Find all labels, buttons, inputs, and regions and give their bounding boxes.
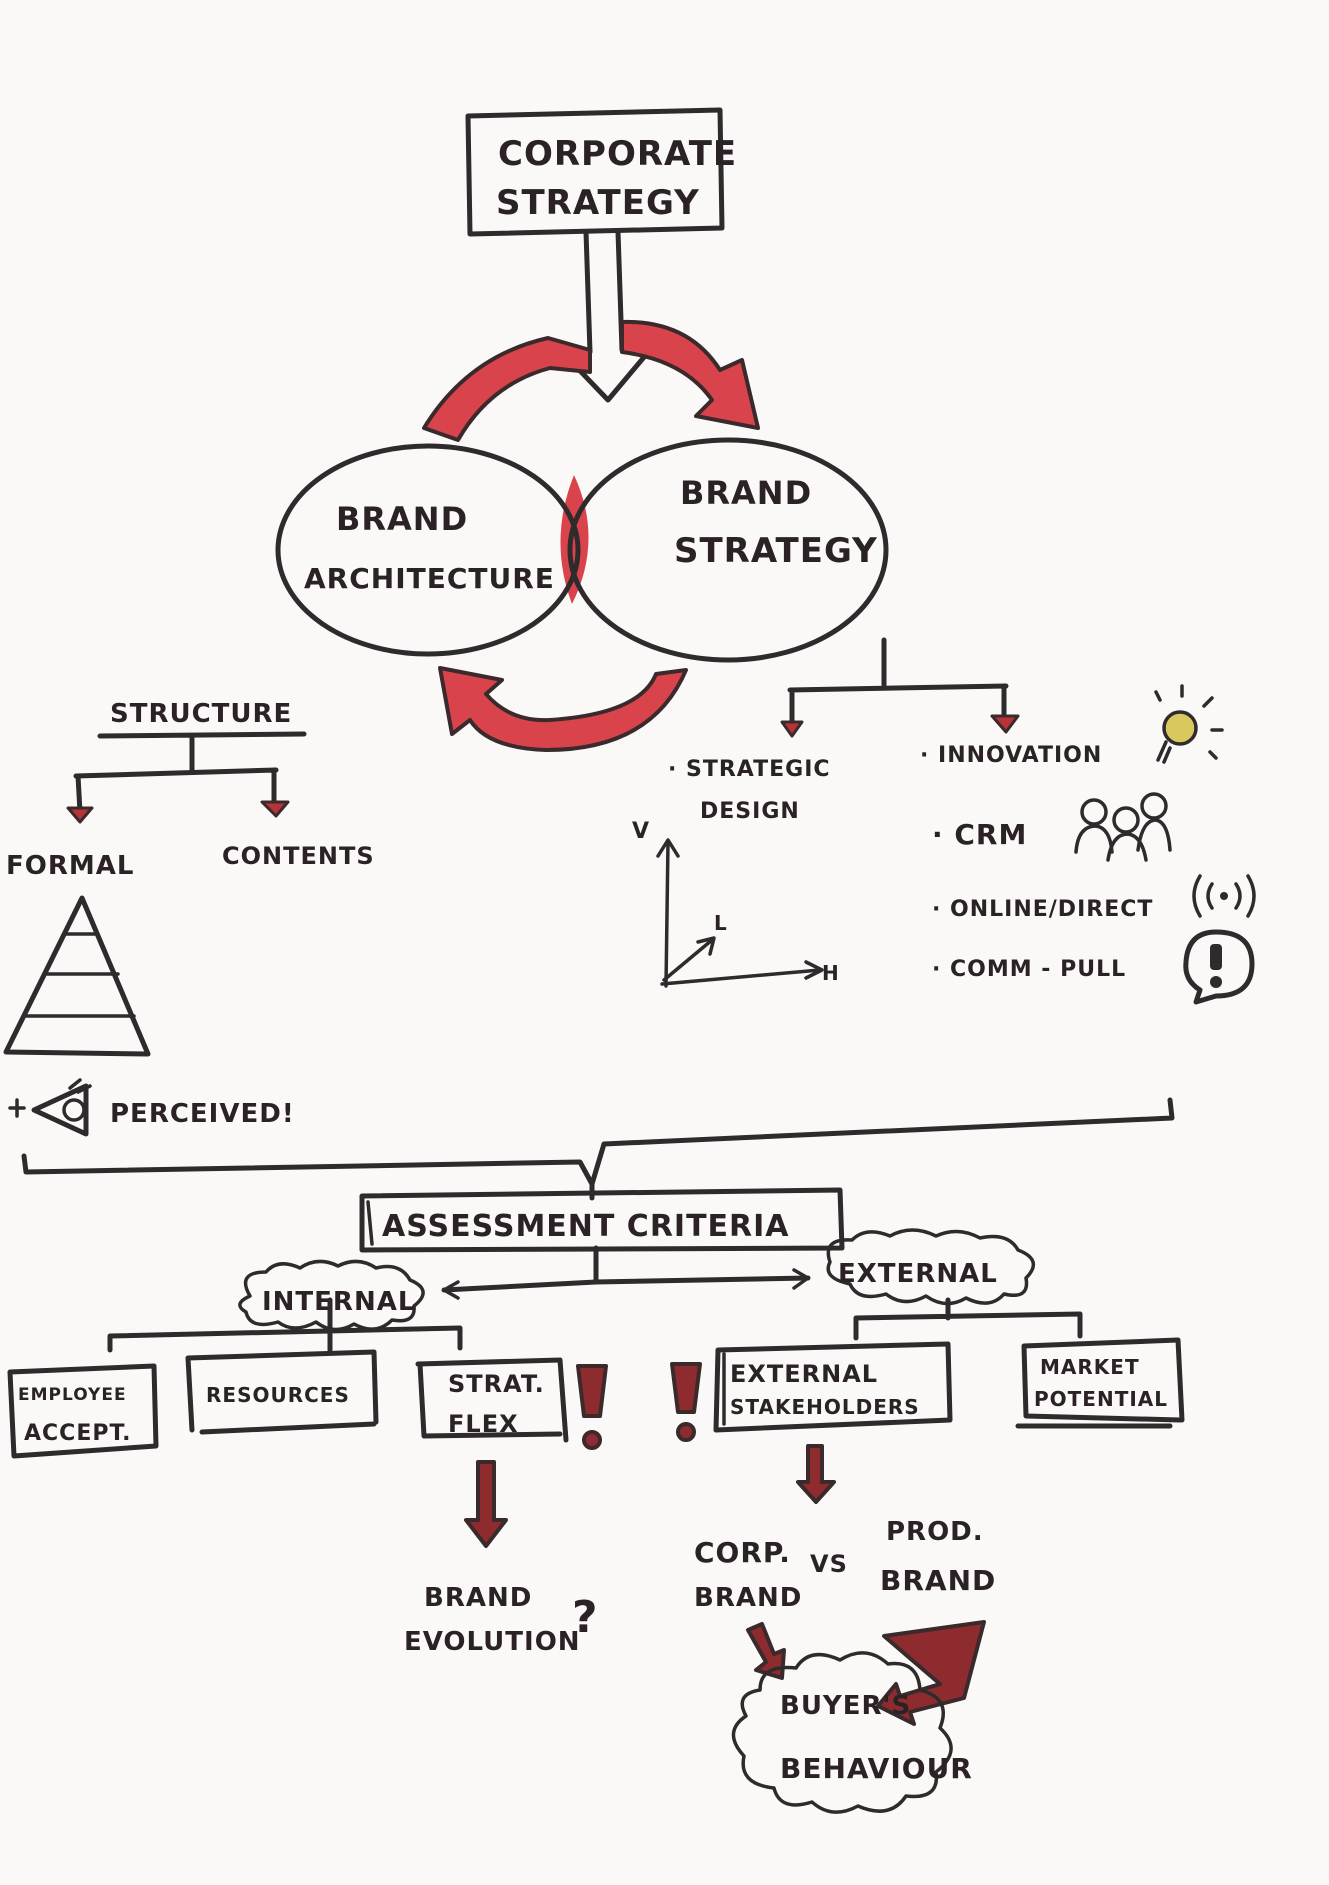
venn-intersection <box>560 475 589 604</box>
prod-brand-line2: BRAND <box>880 1564 996 1597</box>
axis-l-label: L <box>714 911 728 935</box>
market-potential-node: MARKET POTENTIAL <box>1015 1337 1185 1429</box>
lightbulb-icon <box>1154 684 1224 764</box>
buyers-behaviour-line2: BEHAVIOUR <box>780 1752 973 1785</box>
corp-brand-arrow <box>746 1622 786 1680</box>
external-stakeholders-line1: EXTERNAL <box>730 1360 878 1388</box>
external-subbranch <box>853 1297 1083 1341</box>
strategic-design-line1: · STRATEGIC <box>668 757 831 782</box>
prod-brand-line1: PROD. <box>886 1517 984 1547</box>
employee-accept-node: EMPLOYEE ACCEPT. <box>7 1363 159 1459</box>
brand-architecture-line2: ARCHITECTURE <box>304 562 555 595</box>
online-direct-label: · ONLINE/DIRECT <box>932 897 1153 922</box>
strat-flex-line2: FLEX <box>448 1410 519 1438</box>
axis-h-label: H <box>822 961 840 985</box>
vlh-axes: V L H <box>632 819 840 988</box>
corp-brand-line1: CORP. <box>694 1536 791 1569</box>
market-potential-line1: MARKET <box>1040 1355 1140 1379</box>
internal-label: INTERNAL <box>262 1287 415 1317</box>
buyers-behaviour-cloud: BUYER'S BEHAVIOUR <box>731 1651 973 1814</box>
external-stakeholders-node: EXTERNAL STAKEHOLDERS <box>713 1341 953 1433</box>
structure-label: STRUCTURE <box>110 699 292 729</box>
internal-subbranch <box>107 1297 463 1353</box>
brand-strategy-line1: BRAND <box>680 474 812 512</box>
pyramid-icon <box>3 895 151 1057</box>
resources-node: RESOURCES <box>185 1349 379 1435</box>
perceived-label: PERCEIVED! <box>110 1099 295 1129</box>
brand-architecture-ellipse <box>275 443 581 657</box>
axis-v-label: V <box>632 819 650 844</box>
question-mark: ? <box>572 1592 599 1643</box>
resources-label: RESOURCES <box>206 1383 350 1407</box>
exclamation-icon <box>576 1364 608 1450</box>
assessment-criteria-label: ASSESSMENT CRITERIA <box>382 1209 790 1244</box>
brand-strategy-branch <box>780 637 1020 738</box>
brand-evolution-line2: EVOLUTION <box>404 1627 581 1657</box>
corporate-strategy-line1: CORPORATE <box>498 134 737 174</box>
brand-strategy-ellipse <box>567 437 889 663</box>
external-arrowhead <box>792 1268 810 1290</box>
innovation-label: · INNOVATION <box>920 743 1102 768</box>
assessment-branch <box>441 1245 811 1293</box>
internal-arrowhead <box>442 1280 460 1300</box>
people-icon <box>1074 792 1172 862</box>
strat-flex-down-arrow <box>464 1460 508 1548</box>
eye-icon <box>8 1078 92 1137</box>
corporate-strategy-node: CORPORATE STRATEGY <box>465 107 737 237</box>
red-arrow-left <box>422 336 592 442</box>
assessment-criteria-node: ASSESSMENT CRITERIA <box>359 1187 845 1253</box>
crm-label: · CRM <box>932 818 1027 851</box>
exclamation-icon <box>670 1362 702 1442</box>
broadcast-icon <box>1192 874 1256 918</box>
vs-label: VS <box>810 1550 848 1578</box>
red-arrow-bottom <box>438 666 688 752</box>
brand-evolution-line1: BRAND <box>424 1583 532 1613</box>
brand-strategy-line2: STRATEGY <box>674 531 878 571</box>
strat-flex-node: STRAT. FLEX <box>415 1357 569 1443</box>
structure-branch <box>66 731 307 824</box>
comm-pull-label: · COMM - PULL <box>932 957 1126 982</box>
strategic-design-line2: DESIGN <box>700 799 800 824</box>
employee-accept-line2: ACCEPT. <box>24 1421 132 1446</box>
external-label: EXTERNAL <box>838 1259 998 1289</box>
red-arrow-right <box>620 319 760 430</box>
formal-label: FORMAL <box>6 851 134 881</box>
employee-accept-line1: EMPLOYEE <box>18 1385 127 1405</box>
corp-brand-line2: BRAND <box>694 1583 802 1613</box>
market-potential-line2: POTENTIAL <box>1034 1387 1168 1411</box>
brand-architecture-line1: BRAND <box>336 500 468 538</box>
external-cloud: EXTERNAL <box>826 1228 1036 1306</box>
corporate-strategy-line2: STRATEGY <box>496 183 700 223</box>
speech-bubble-exclamation-icon <box>1183 929 1255 1005</box>
contents-label: CONTENTS <box>222 842 375 870</box>
strat-flex-line1: STRAT. <box>448 1370 545 1398</box>
buyers-behaviour-line1: BUYER'S <box>780 1691 911 1721</box>
external-stakeholders-line2: STAKEHOLDERS <box>730 1395 920 1419</box>
corporate-down-arrow <box>559 229 653 403</box>
internal-cloud: INTERNAL <box>238 1259 425 1332</box>
stakeholders-down-arrow <box>796 1444 836 1504</box>
